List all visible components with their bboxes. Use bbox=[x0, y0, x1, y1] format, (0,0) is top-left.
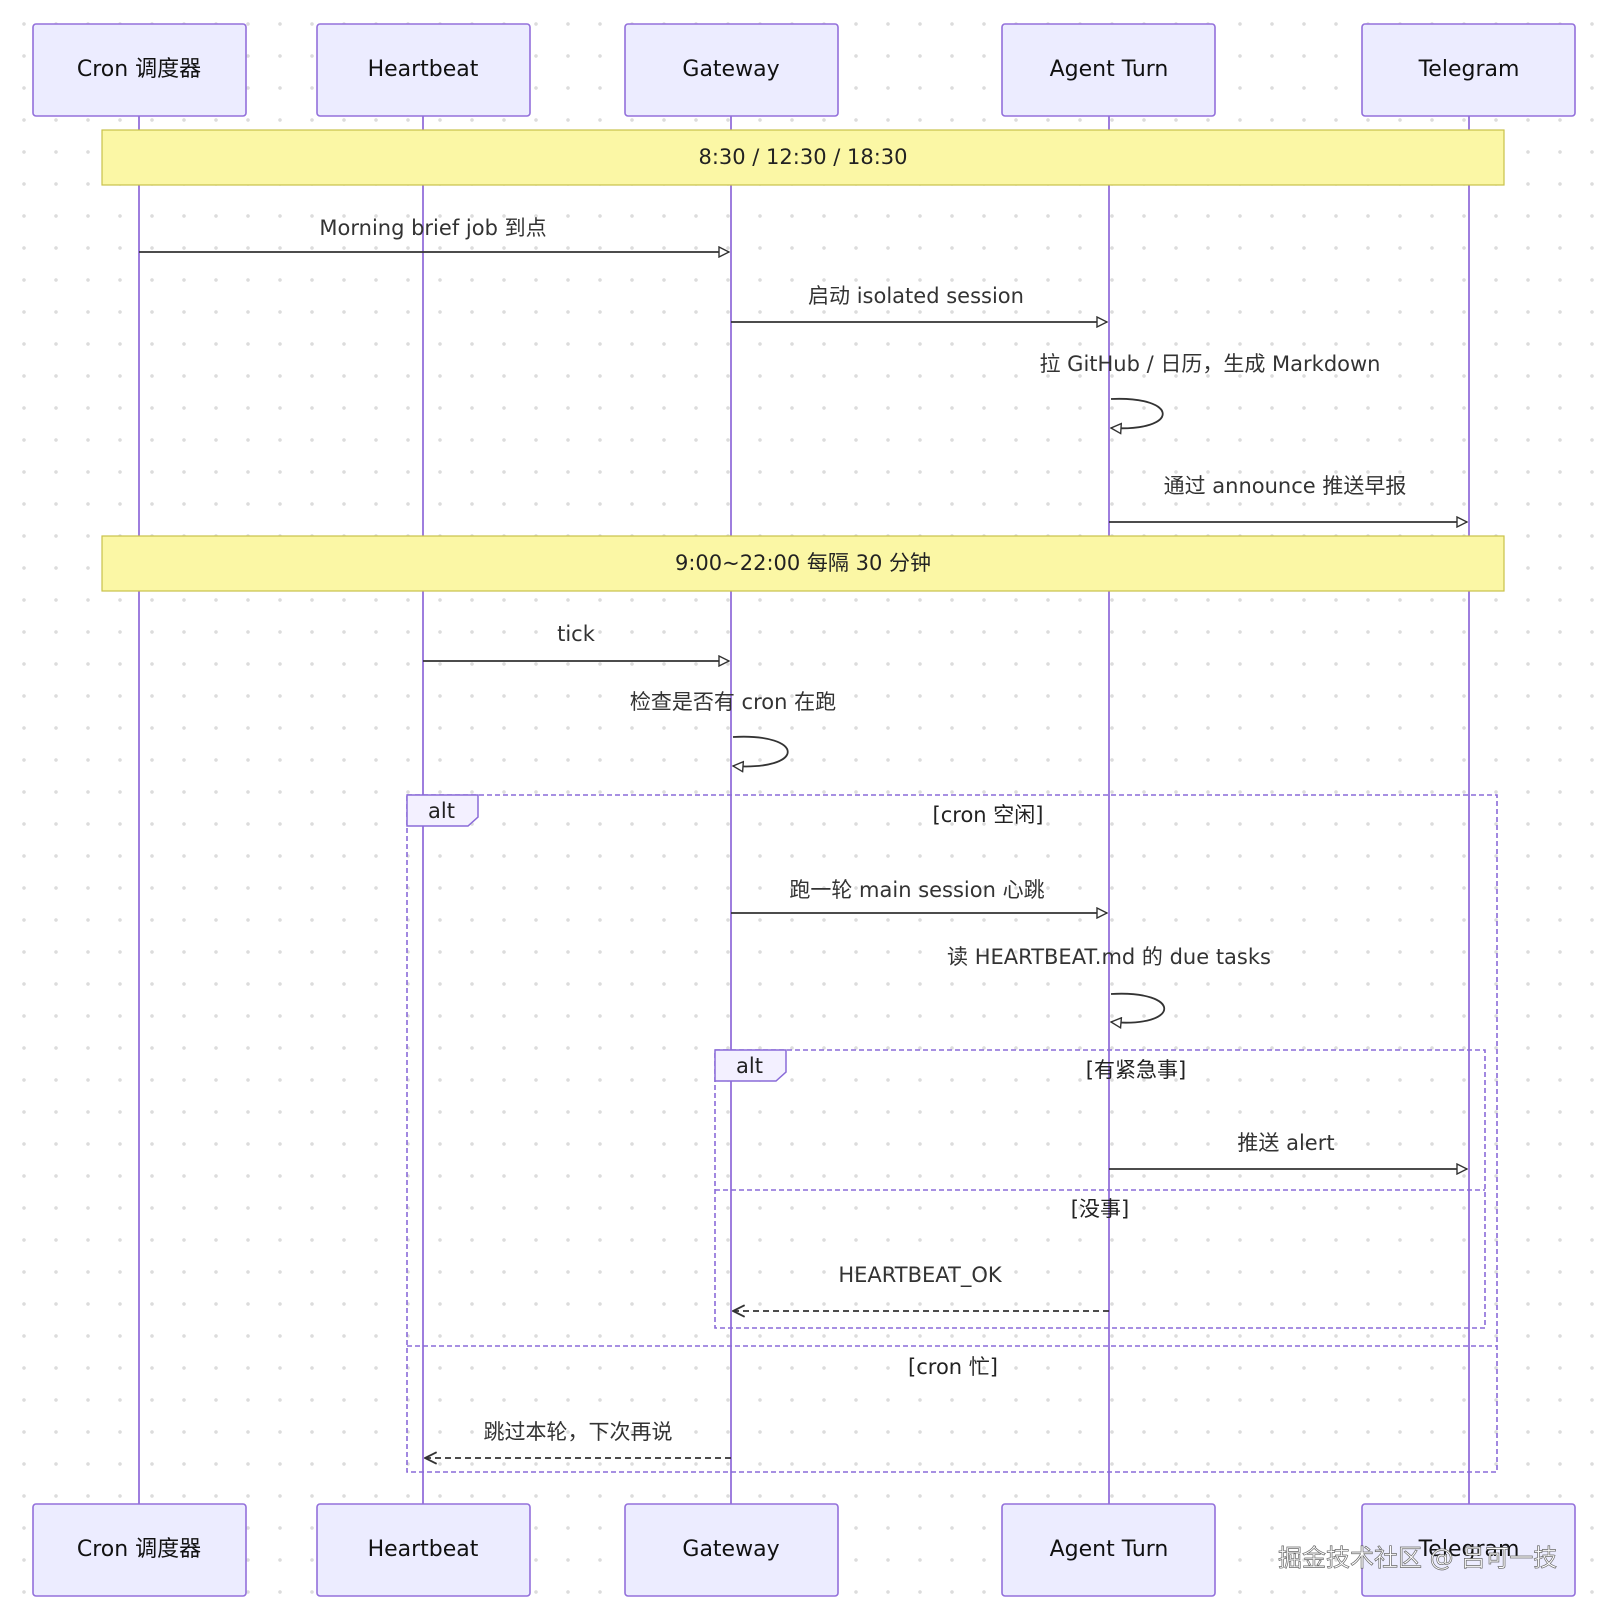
message-push-alert-label: 推送 alert bbox=[1237, 1131, 1334, 1155]
actor-bottom-gateway-label: Gateway bbox=[682, 1537, 779, 1562]
watermark: 掘金技术社区 @ 吕可一技 bbox=[1278, 1544, 1557, 1572]
actor-top-telegram-label: Telegram bbox=[1418, 57, 1520, 82]
message-start-session-label: 启动 isolated session bbox=[808, 284, 1024, 308]
message-tick: tick bbox=[423, 622, 729, 661]
actor-top-gateway: Gateway bbox=[624, 23, 839, 117]
message-morning-brief-label: Morning brief job 到点 bbox=[319, 216, 546, 240]
actor-bottom-telegram: Telegram bbox=[1361, 1503, 1576, 1597]
note-interval-label: 9:00~22:00 每隔 30 分钟 bbox=[675, 551, 931, 575]
message-read-tasks-label: 读 HEARTBEAT.md 的 due tasks bbox=[947, 945, 1271, 969]
actor-top-heartbeat: Heartbeat bbox=[316, 23, 531, 117]
message-main-heartbeat: 跑一轮 main session 心跳 bbox=[731, 878, 1107, 913]
actor-bottom-gateway: Gateway bbox=[624, 1503, 839, 1597]
message-announce: 通过 announce 推送早报 bbox=[1109, 474, 1467, 522]
alt-frame-inner-condition-nothing: [没事] bbox=[1071, 1197, 1129, 1221]
note-interval: 9:00~22:00 每隔 30 分钟 bbox=[101, 535, 1505, 592]
actor-bottom-cron-label: Cron 调度器 bbox=[77, 1537, 201, 1562]
message-read-tasks: 读 HEARTBEAT.md 的 due tasks bbox=[947, 945, 1271, 1023]
alt-frame-inner-keyword: alt bbox=[736, 1054, 763, 1078]
actor-bottom-agent-label: Agent Turn bbox=[1050, 1537, 1169, 1562]
actor-top-agent-label: Agent Turn bbox=[1050, 57, 1169, 82]
actor-top-telegram: Telegram bbox=[1361, 23, 1576, 117]
actor-top-agent: Agent Turn bbox=[1001, 23, 1216, 117]
alt-frame-outer: alt [cron 空闲] [cron 忙] bbox=[406, 794, 1498, 1473]
message-main-heartbeat-label: 跑一轮 main session 心跳 bbox=[789, 878, 1044, 902]
actor-top-cron: Cron 调度器 bbox=[32, 23, 247, 117]
message-check-cron: 检查是否有 cron 在跑 bbox=[630, 690, 836, 766]
actor-bottom-heartbeat: Heartbeat bbox=[316, 1503, 531, 1597]
alt-frame-outer-condition-busy: [cron 忙] bbox=[908, 1355, 998, 1379]
message-heartbeat-ok: HEARTBEAT_OK bbox=[733, 1263, 1109, 1311]
message-morning-brief: Morning brief job 到点 bbox=[139, 216, 729, 252]
message-skip-round: 跳过本轮，下次再说 bbox=[425, 1420, 731, 1458]
message-start-session: 启动 isolated session bbox=[731, 284, 1107, 322]
message-announce-label: 通过 announce 推送早报 bbox=[1164, 474, 1407, 498]
alt-frame-outer-condition-idle: [cron 空闲] bbox=[933, 803, 1044, 827]
actor-bottom-cron: Cron 调度器 bbox=[32, 1503, 247, 1597]
note-morning: 8:30 / 12:30 / 18:30 bbox=[101, 129, 1505, 186]
note-morning-label: 8:30 / 12:30 / 18:30 bbox=[698, 145, 907, 169]
actor-top-cron-label: Cron 调度器 bbox=[77, 57, 201, 82]
message-push-alert: 推送 alert bbox=[1109, 1131, 1467, 1169]
alt-frame-inner-condition-urgent: [有紧急事] bbox=[1086, 1058, 1186, 1082]
message-heartbeat-ok-label: HEARTBEAT_OK bbox=[838, 1263, 1003, 1288]
actor-bottom-telegram-label: Telegram bbox=[1418, 1537, 1520, 1562]
message-skip-round-label: 跳过本轮，下次再说 bbox=[484, 1420, 673, 1444]
message-fetch-github: 拉 GitHub / 日历，生成 Markdown bbox=[1040, 352, 1381, 428]
message-tick-label: tick bbox=[557, 622, 596, 646]
actor-top-heartbeat-label: Heartbeat bbox=[368, 57, 479, 82]
message-fetch-github-label: 拉 GitHub / 日历，生成 Markdown bbox=[1040, 352, 1381, 376]
alt-frame-inner: alt [有紧急事] [没事] bbox=[714, 1049, 1486, 1329]
actor-bottom-agent: Agent Turn bbox=[1001, 1503, 1216, 1597]
message-check-cron-label: 检查是否有 cron 在跑 bbox=[630, 690, 836, 714]
actor-top-gateway-label: Gateway bbox=[682, 57, 779, 82]
actor-bottom-heartbeat-label: Heartbeat bbox=[368, 1537, 479, 1562]
alt-frame-outer-keyword: alt bbox=[428, 799, 455, 823]
